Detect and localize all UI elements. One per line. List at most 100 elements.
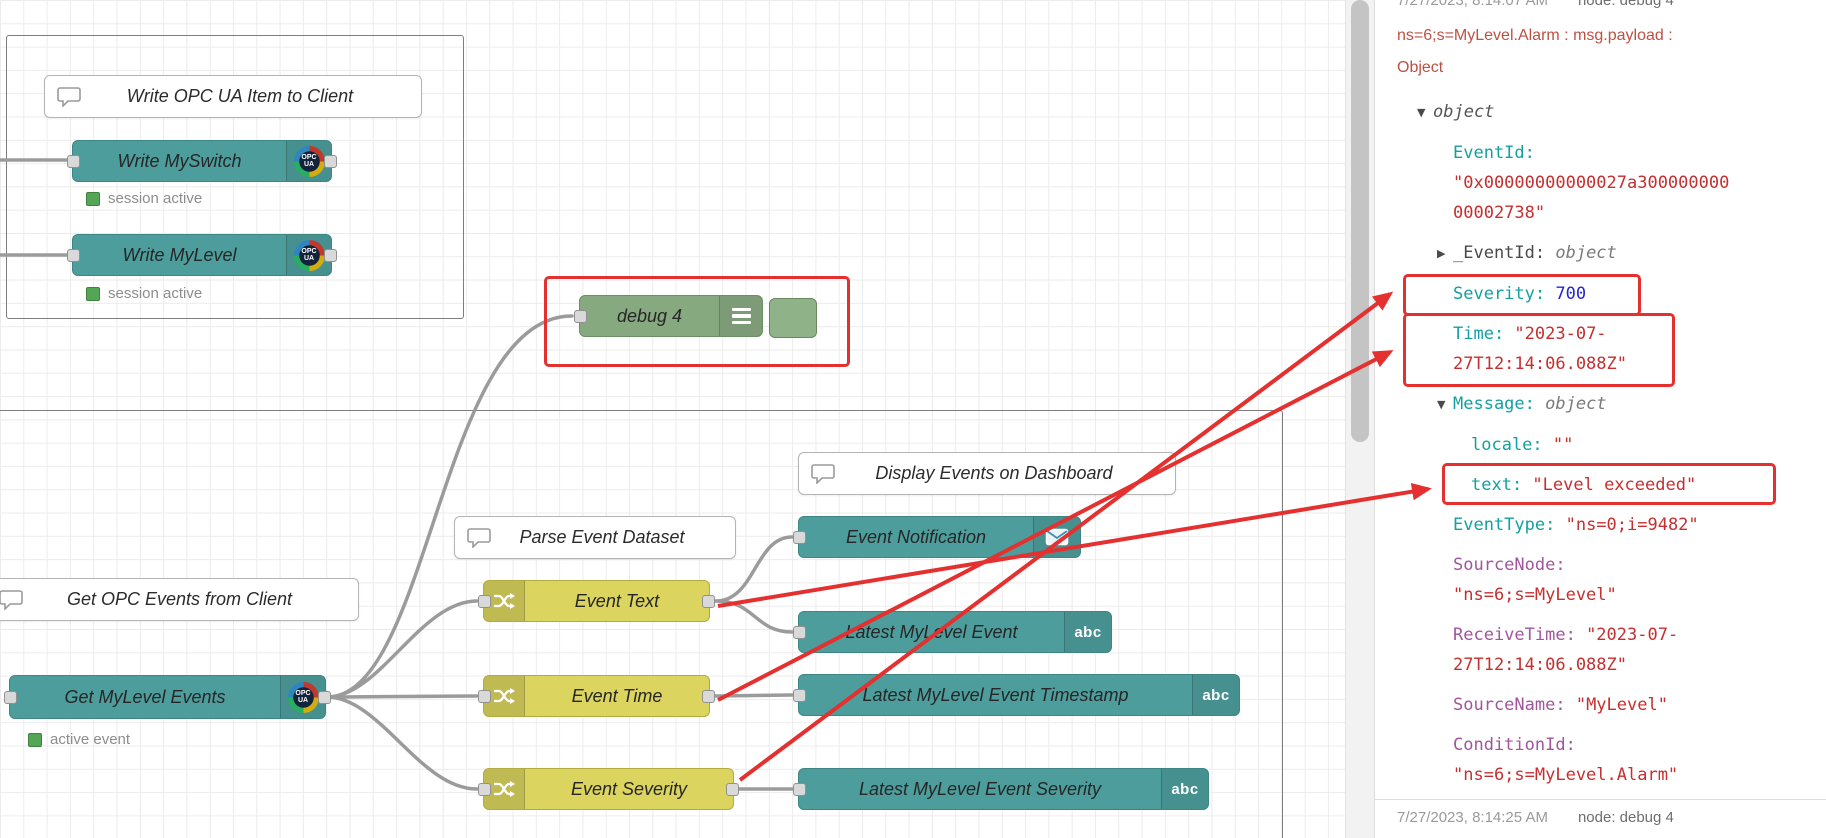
comment-write-opcua[interactable]: Write OPC UA Item to Client [44,75,422,118]
debug-tree-segment: ReceiveTime: [1453,625,1576,645]
output-port[interactable] [702,690,715,703]
input-port[interactable] [67,249,80,262]
debug-tree-segment: "" [1542,435,1574,455]
debug-tree-row: SourceNode: [1417,550,1826,580]
collapsed-arrow-icon[interactable]: ▶ [1437,247,1446,260]
debug-tree-row[interactable]: ▼object [1417,97,1826,128]
node-event-time[interactable]: Event Time [478,675,715,717]
wire[interactable] [325,694,479,699]
node-event-severity[interactable]: Event Severity [478,768,739,810]
debug-tree-segment: Severity: [1453,284,1546,304]
debug-tree-segment: object [1545,243,1617,263]
comment-parse-dataset[interactable]: Parse Event Dataset [454,516,736,559]
debug-tree-row: "ns=6;s=MyLevel.Alarm" [1417,760,1826,790]
payload-type-link[interactable]: Object [1397,59,1444,76]
node-latest-mylevel-event[interactable]: Latest MyLevel Event abc [793,611,1112,653]
debug-tree-segment: locale: [1471,435,1543,455]
node-event-text[interactable]: Event Text [478,580,715,622]
input-port[interactable] [478,595,491,608]
debug-tree-row: "ns=6;s=MyLevel" [1417,580,1826,610]
debug-tree-row: 00002738" [1417,198,1826,228]
node-label: Latest MyLevel Event Timestamp [862,684,1129,705]
debug-tree-segment: 27T12:14:06.088Z" [1453,655,1627,675]
scrollbar-thumb[interactable] [1351,0,1369,442]
node-event-notification[interactable]: Event Notification [793,516,1081,558]
wire[interactable] [325,599,479,699]
abc-text-icon: abc [1192,675,1239,715]
message-timestamp: 7/27/2023, 8:14:07 AM [1397,0,1548,9]
debug-tree-row: 27T12:14:06.088Z" [1417,650,1826,680]
status-dot-icon [86,286,100,301]
input-port[interactable] [793,783,806,796]
debug-tree-row: Severity: 700 [1417,279,1826,309]
expanded-arrow-icon[interactable]: ▼ [1437,398,1446,411]
status-dot-icon [28,732,42,747]
node-status: session active [86,285,202,302]
wire[interactable] [325,314,574,699]
comment-display-events[interactable]: Display Events on Dashboard [798,452,1176,495]
debug-message-meta: 7/27/2023, 8:14:07 AM node: debug 4 [1375,0,1826,11]
debug-tree-row: locale: "" [1417,430,1826,460]
group-write-opcua[interactable] [6,35,464,319]
debug-tree-segment: EventId: [1453,143,1535,163]
debug-tree-segment: "ns=6;s=MyLevel" [1453,585,1617,605]
debug-tree-segment: 27T12:14:06.088Z" [1453,354,1627,374]
node-latest-mylevel-event-severity[interactable]: Latest MyLevel Event Severity abc [793,768,1209,810]
node-label: Write MyLevel [122,244,237,265]
output-port[interactable] [726,783,739,796]
flow-canvas[interactable]: Write OPC UA Item to Client Display Even… [0,0,1345,838]
node-latest-mylevel-event-timestamp[interactable]: Latest MyLevel Event Timestamp abc [793,674,1240,716]
output-port[interactable] [702,595,715,608]
node-label: Event Time [571,685,663,706]
node-label: Latest MyLevel Event Severity [858,778,1102,799]
node-label: Latest MyLevel Event [845,621,1018,642]
input-port[interactable] [67,155,80,168]
debug-tree-row: ConditionId: [1417,730,1826,760]
debug-toggle-button[interactable] [769,298,817,338]
debug-tree-segment: 00002738" [1453,203,1546,223]
expanded-arrow-icon[interactable]: ▼ [1417,106,1426,119]
comment-bubble-icon [467,527,491,548]
node-label: Event Text [574,590,660,611]
debug-tree-segment: object [1534,394,1607,414]
debug-tree-segment: Message: [1453,394,1535,414]
node-debug-4[interactable]: debug 4 [574,295,763,337]
output-port[interactable] [318,691,331,704]
input-port[interactable] [574,310,587,323]
input-port[interactable] [4,691,17,704]
debug-tree-segment: text: [1471,475,1523,495]
wire[interactable] [325,695,479,791]
node-status: session active [86,190,202,207]
node-status: active event [28,731,130,748]
message-source: node: debug 4 [1577,0,1674,9]
input-port[interactable] [793,626,806,639]
debug-tree-row[interactable]: ▶_EventId: object [1417,238,1826,269]
debug-tree-row: EventType: "ns=0;i=9482" [1417,510,1826,540]
debug-tree-segment: SourceName: [1453,695,1566,715]
output-port[interactable] [324,155,337,168]
debug-list-icon [719,296,762,336]
comment-bubble-icon [811,463,835,484]
output-port[interactable] [324,249,337,262]
comment-bubble-icon [57,86,81,107]
node-label: Write MySwitch [117,150,242,171]
input-port[interactable] [478,783,491,796]
vertical-scrollbar[interactable] [1345,0,1374,838]
input-port[interactable] [793,689,806,702]
input-port[interactable] [478,690,491,703]
debug-tree-row[interactable]: ▼ Message: object [1417,389,1826,420]
wire[interactable] [714,599,794,634]
debug-tree-segment: "2023-07- [1504,324,1607,344]
debug-tree-segment: EventType: [1453,515,1556,535]
notification-icon [1033,517,1080,557]
wire[interactable] [714,693,794,698]
input-port[interactable] [793,531,806,544]
debug-tree-row: SourceName: "MyLevel" [1417,690,1826,720]
comment-get-events[interactable]: Get OPC Events from Client [0,578,359,621]
